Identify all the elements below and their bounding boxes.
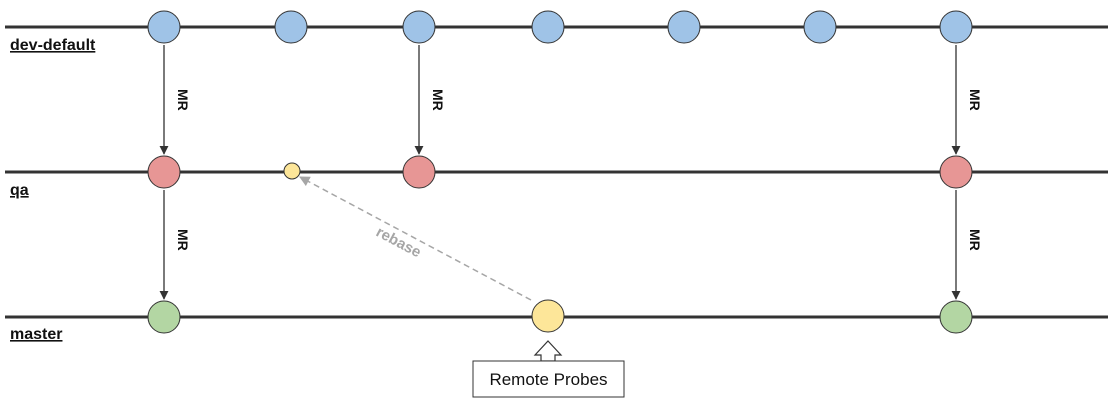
commit-dev-3	[402, 10, 436, 44]
mr-label: MR	[430, 89, 446, 111]
callout-pointer-arrow	[533, 340, 563, 362]
commit-qa-1	[147, 155, 181, 189]
commit-dev-1	[147, 10, 181, 44]
rebase-arrow	[299, 176, 532, 301]
commit-dev-2	[274, 10, 308, 44]
commit-master-2	[939, 300, 973, 334]
commit-dev-5	[667, 10, 701, 44]
commit-dev-6	[803, 10, 837, 44]
branch-label-master: master	[10, 326, 62, 343]
mr-label: MR	[175, 229, 191, 251]
commit-master-1	[147, 300, 181, 334]
commit-qa-2	[402, 155, 436, 189]
mr-label: MR	[967, 89, 983, 111]
branch-label-dev-default: dev-default	[10, 37, 96, 54]
mr-label: MR	[175, 89, 191, 111]
commit-qa-rebased-probe	[283, 162, 301, 180]
branch-label-qa: qa	[10, 182, 29, 199]
commit-qa-3	[939, 155, 973, 189]
mr-label: MR	[967, 229, 983, 251]
callout-text: Remote Probes	[489, 370, 607, 389]
remote-probes-callout: Remote Probes	[472, 360, 625, 398]
commit-master-probe	[531, 299, 565, 333]
callout-box	[472, 360, 625, 398]
commit-dev-4	[531, 10, 565, 44]
commit-dev-7	[939, 10, 973, 44]
